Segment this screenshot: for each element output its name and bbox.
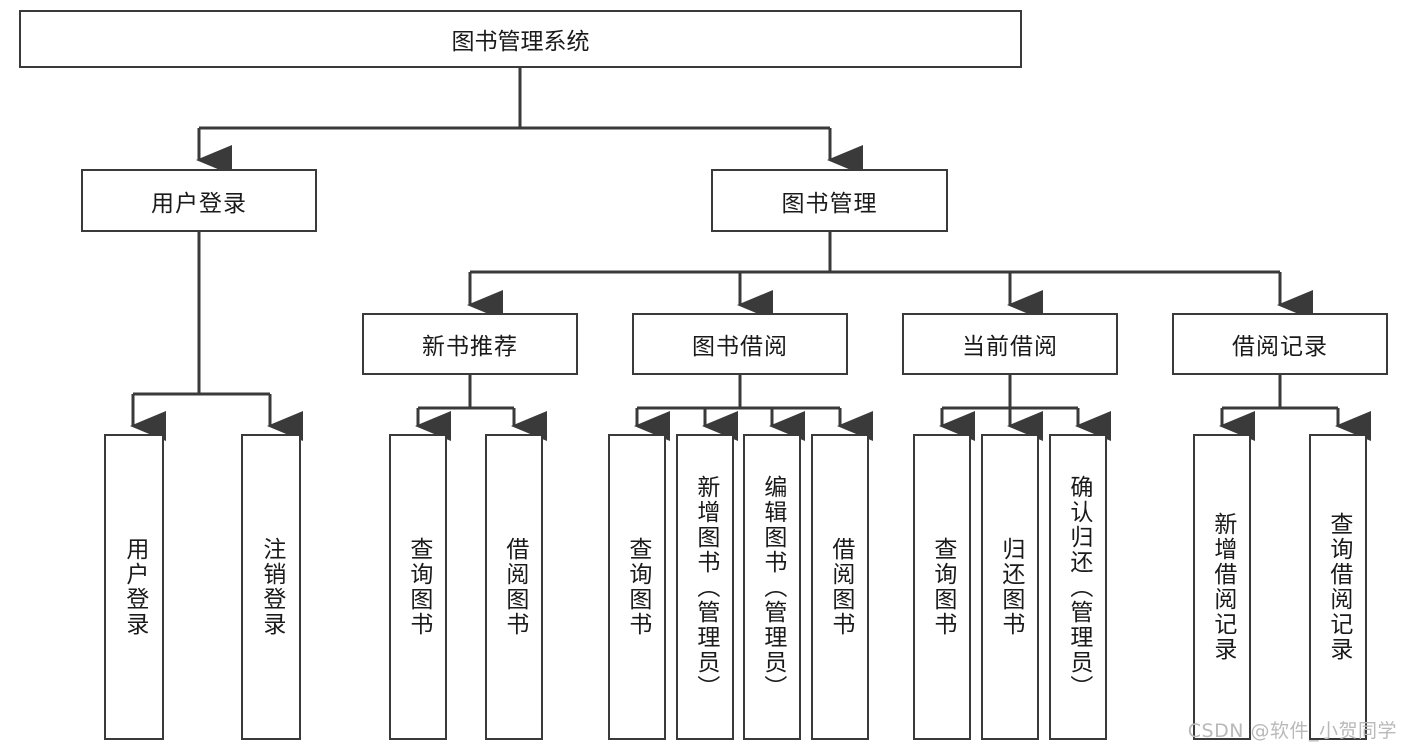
leaf-current-confirm-return-admin[interactable]: 确认归还（管理员） xyxy=(1049,434,1107,740)
node-label: 归还图书 xyxy=(997,537,1024,637)
leaf-record-query-borrow-record[interactable]: 查询借阅记录 xyxy=(1309,434,1367,740)
node-label: 用户登录 xyxy=(151,190,247,217)
leaf-borrow-add-book-admin[interactable]: 新增图书（管理员） xyxy=(676,434,734,740)
node-label: 编辑图书（管理员） xyxy=(759,474,786,700)
leaf-record-add-borrow-record[interactable]: 新增借阅记录 xyxy=(1193,434,1251,740)
node-label: 查询图书 xyxy=(405,537,432,637)
node-label: 确认归还（管理员） xyxy=(1065,474,1092,700)
leaf-user-login[interactable]: 用户登录 xyxy=(104,434,164,740)
csdn-watermark: CSDN @软件_小贺同学 xyxy=(1187,720,1397,742)
node-label: 用户登录 xyxy=(121,537,148,637)
node-book-borrow[interactable]: 图书借阅 xyxy=(632,313,848,375)
node-label: 查询图书 xyxy=(929,537,956,637)
leaf-borrow-query-book[interactable]: 查询图书 xyxy=(608,434,666,740)
node-label: 借阅图书 xyxy=(827,537,854,637)
node-label: 图书管理 xyxy=(781,190,878,217)
node-label: 当前借阅 xyxy=(962,334,1058,360)
node-label: 新书推荐 xyxy=(422,334,518,360)
node-label: 借阅图书 xyxy=(501,537,528,637)
leaf-recommend-borrow-book[interactable]: 借阅图书 xyxy=(485,434,543,740)
node-new-book-recommend[interactable]: 新书推荐 xyxy=(362,313,578,375)
node-label: 新增图书（管理员） xyxy=(692,474,719,700)
node-root-library-system[interactable]: 图书管理系统 xyxy=(19,10,1022,68)
leaf-recommend-query-book[interactable]: 查询图书 xyxy=(389,434,447,740)
leaf-current-query-book[interactable]: 查询图书 xyxy=(913,434,971,740)
node-label: 图书管理系统 xyxy=(451,29,590,55)
node-label: 注销登录 xyxy=(258,537,285,637)
node-label: 借阅记录 xyxy=(1232,334,1328,360)
leaf-borrow-edit-book-admin[interactable]: 编辑图书（管理员） xyxy=(743,434,801,740)
node-borrow-record[interactable]: 借阅记录 xyxy=(1172,313,1388,375)
leaf-logout[interactable]: 注销登录 xyxy=(241,434,301,740)
leaf-borrow-borrow-book[interactable]: 借阅图书 xyxy=(811,434,869,740)
node-label: 查询图书 xyxy=(624,537,651,637)
leaf-current-return-book[interactable]: 归还图书 xyxy=(981,434,1039,740)
node-book-management[interactable]: 图书管理 xyxy=(711,169,948,232)
node-current-borrow[interactable]: 当前借阅 xyxy=(902,313,1118,375)
node-label: 新增借阅记录 xyxy=(1209,512,1236,662)
node-user-login[interactable]: 用户登录 xyxy=(81,169,317,232)
node-label: 图书借阅 xyxy=(692,334,788,360)
node-label: 查询借阅记录 xyxy=(1325,512,1352,662)
